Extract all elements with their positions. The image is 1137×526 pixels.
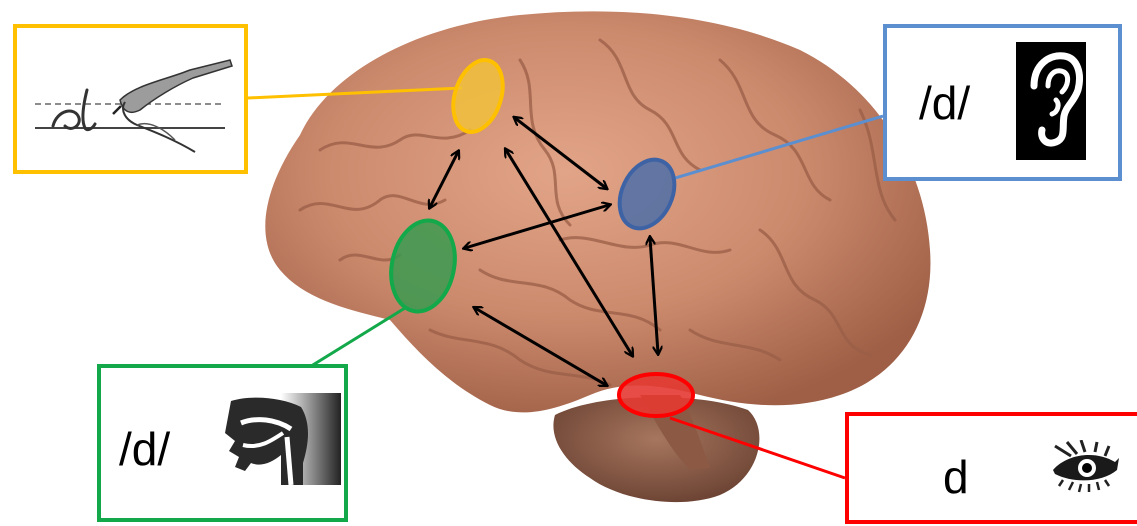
brain-image (265, 11, 930, 502)
speaking-box: /d/ (97, 364, 348, 522)
eye-icon (1049, 440, 1121, 500)
writing-box (13, 24, 248, 174)
speaking-label: /d/ (119, 422, 170, 476)
seeing-region (619, 374, 693, 416)
seeing-label: d (943, 450, 969, 504)
handwriting-icon (25, 40, 235, 155)
speaking-connector (308, 308, 405, 368)
hearing-box: /d/ (883, 24, 1122, 181)
ear-icon (1016, 42, 1086, 160)
hearing-label: /d/ (919, 76, 970, 130)
vocal-tract-icon (221, 393, 341, 485)
cerebrum (265, 11, 930, 412)
seeing-box: d (845, 412, 1137, 524)
